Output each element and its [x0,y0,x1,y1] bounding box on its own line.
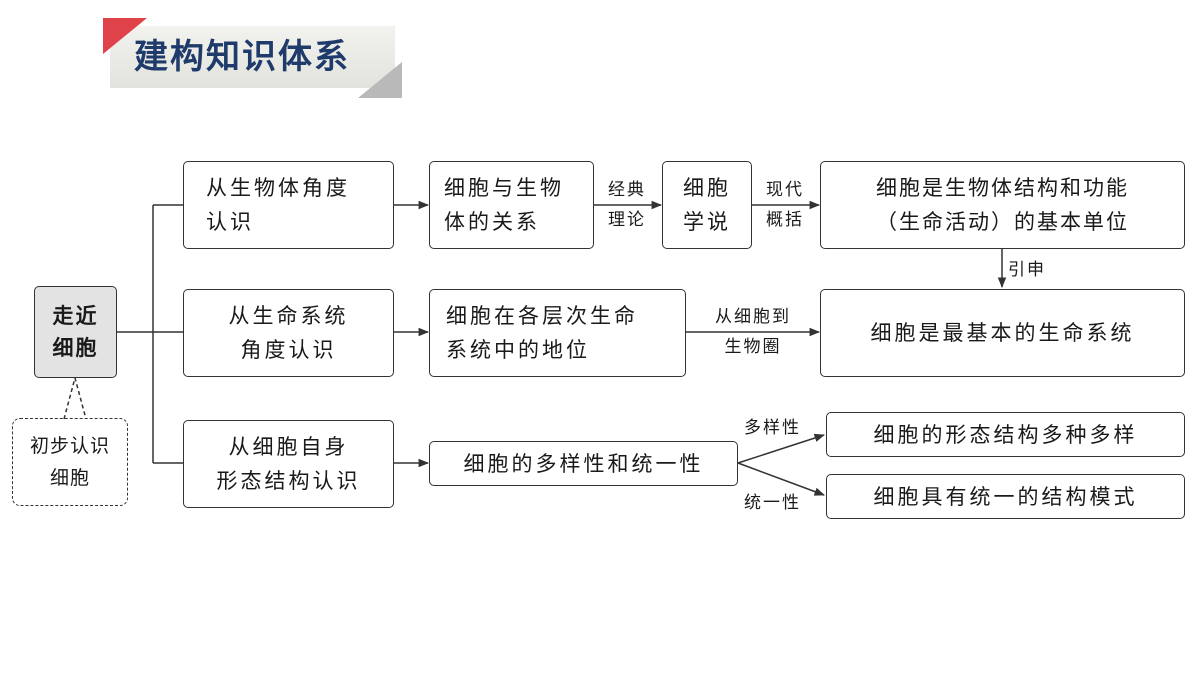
root-line2: 细胞 [52,336,99,360]
row1-edge2-line2: 概括 [766,210,804,230]
note-line1: 初步认识 [29,435,110,457]
row3-edge-down-label: 统一性 [744,493,801,513]
row3-feature-box: 细胞的多样性和统一性 [429,441,738,486]
row2-perspective-box: 从生命系统 角度认识 [183,289,394,377]
row1-perspective-line2: 认识 [206,210,254,234]
row2-edge-label: 从细胞到 生物圈 [694,305,812,359]
note-box: 初步认识 细胞 [12,418,128,506]
row3-edge-up-label: 多样性 [744,418,801,438]
note-line2: 细胞 [49,467,90,489]
arrow-r3-up [737,433,825,464]
row3-perspective-line1: 从细胞自身 [228,435,349,459]
row1-theory-box: 细胞 学说 [662,161,752,249]
row3-perspective-box: 从细胞自身 形态结构认识 [183,420,394,508]
row1-perspective-line1: 从生物体角度 [206,176,350,200]
row1-theory-line2: 学说 [683,210,731,234]
page-title: 建构知识体系 [134,37,350,77]
row2-position-line2: 系统中的地位 [446,338,590,362]
row1-edge1-line2: 理论 [608,210,646,230]
row2-edge-line2: 生物圈 [724,337,782,357]
row3-unity-box: 细胞具有统一的结构模式 [826,474,1185,519]
row1-down-label: 引申 [1008,260,1046,280]
row2-edge-line1: 从细胞到 [715,307,791,327]
title-grey-corner [358,62,402,98]
title-red-corner [103,18,147,54]
row1-conclusion-box: 细胞是生物体结构和功能 （生命活动）的基本单位 [820,161,1185,249]
row1-edge1-label: 经典 理论 [598,178,656,232]
arrow-r3-down [737,462,825,496]
root-line1: 走近 [52,304,99,328]
row1-relation-line2: 体的关系 [444,210,540,234]
row1-conclusion-line2: （生命活动）的基本单位 [876,210,1129,234]
row1-conclusion-line1: 细胞是生物体结构和功能 [876,176,1129,200]
row3-diversity-box: 细胞的形态结构多种多样 [826,412,1185,457]
row2-position-line1: 细胞在各层次生命 [446,304,638,328]
row2-perspective-line2: 角度认识 [240,338,337,362]
row1-edge1-line1: 经典 [608,180,646,200]
row1-perspective-box: 从生物体角度 认识 [183,161,394,249]
root-box: 走近 细胞 [34,286,117,378]
row1-theory-line1: 细胞 [683,176,731,200]
row1-relation-box: 细胞与生物 体的关系 [429,161,594,249]
row1-relation-line1: 细胞与生物 [444,176,564,200]
row2-perspective-line1: 从生命系统 [228,304,349,328]
note-callout-pointer [63,375,87,420]
row1-edge2-line1: 现代 [766,180,804,200]
row3-perspective-line2: 形态结构认识 [216,469,361,493]
row2-conclusion-box: 细胞是最基本的生命系统 [820,289,1185,377]
row2-position-box: 细胞在各层次生命 系统中的地位 [429,289,686,377]
row1-edge2-label: 现代 概括 [756,178,814,232]
title-banner [110,26,395,88]
